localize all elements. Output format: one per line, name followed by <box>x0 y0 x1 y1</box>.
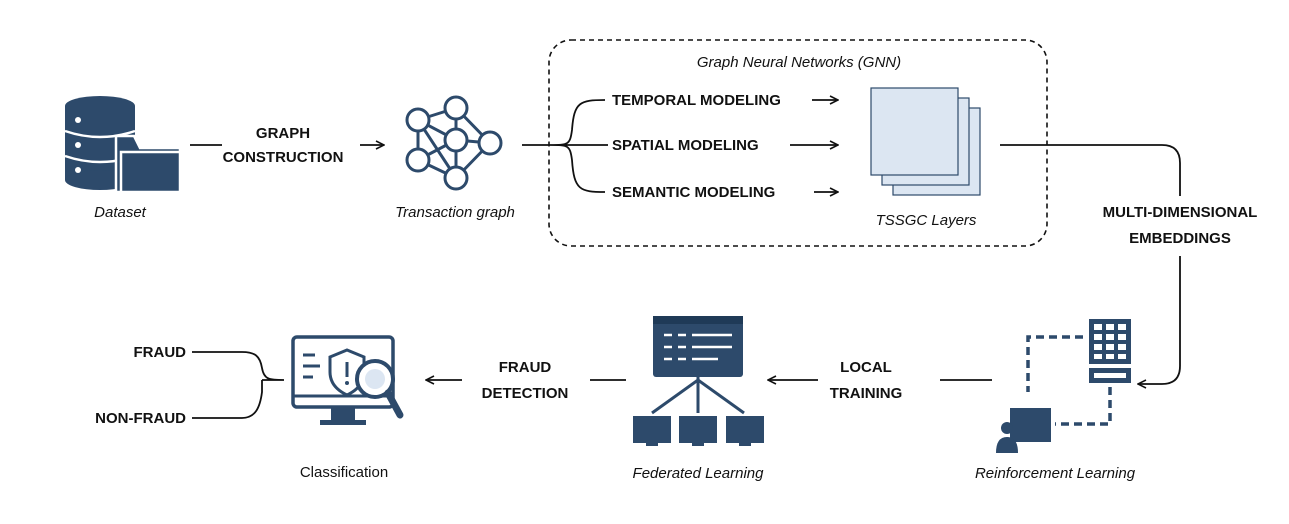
output-brace <box>192 351 285 419</box>
reinforcement-learning-label: Reinforcement Learning <box>975 465 1136 482</box>
local-training-label-line1: LOCAL <box>840 359 892 376</box>
tssgc-layers-label: TSSGC Layers <box>876 212 977 229</box>
federated-learning-label: Federated Learning <box>633 465 765 482</box>
embeddings-label-line1: MULTI-DIMENSIONAL <box>1103 204 1258 221</box>
output-non-fraud-label: NON-FRAUD <box>95 410 186 427</box>
embeddings-label-line2: EMBEDDINGS <box>1129 230 1231 247</box>
tssgc-layers-icon <box>870 87 981 196</box>
reinforcement-learning-icon <box>996 319 1131 453</box>
branch-brace <box>522 99 608 193</box>
edge-embeddings-top <box>1000 144 1181 196</box>
gnn-box <box>548 39 1048 247</box>
dataset-label: Dataset <box>94 204 147 221</box>
graph-construction-label-line2: CONSTRUCTION <box>223 149 344 166</box>
gnn-box-title: Graph Neural Networks (GNN) <box>697 54 901 71</box>
spatial-modeling-label: SPATIAL MODELING <box>612 137 759 154</box>
folder-icon <box>114 134 182 194</box>
graph-construction-label-line1: GRAPH <box>256 125 310 142</box>
classification-label: Classification <box>300 464 388 481</box>
semantic-modeling-label: SEMANTIC MODELING <box>612 184 775 201</box>
transaction-graph-label: Transaction graph <box>395 204 515 221</box>
edge-embeddings-bottom <box>1138 256 1181 384</box>
output-fraud-label: FRAUD <box>134 344 187 361</box>
local-training-label-line2: TRAINING <box>830 385 903 402</box>
fraud-detection-label-line1: FRAUD <box>499 359 552 376</box>
federated-learning-icon <box>633 316 764 446</box>
network-graph-icon <box>405 95 503 191</box>
classification-icon <box>291 335 404 425</box>
fraud-detection-label-line2: DETECTION <box>482 385 569 402</box>
temporal-modeling-label: TEMPORAL MODELING <box>612 92 781 109</box>
